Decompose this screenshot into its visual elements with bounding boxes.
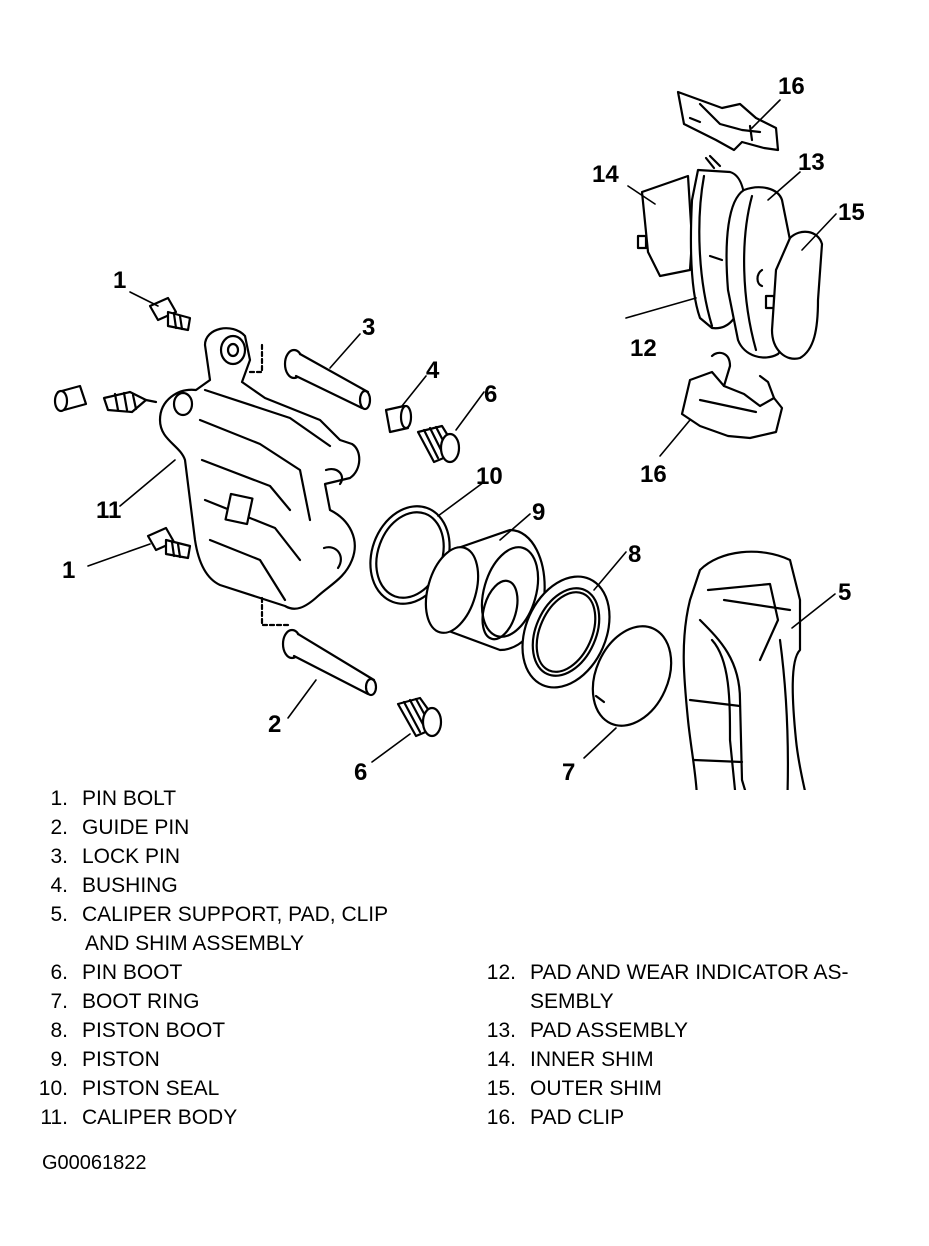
callout-6: 6 — [354, 759, 367, 786]
legend-number: 2. — [50, 816, 68, 839]
pin-boot-icon — [416, 424, 461, 464]
callout-3: 3 — [362, 314, 375, 341]
callout-6: 6 — [484, 381, 497, 408]
bleeder-screw-icon — [53, 384, 158, 414]
callout-13: 13 — [798, 149, 825, 176]
legend-item: 7. BOOT RING — [0, 987, 199, 1016]
legend-number: 13. — [486, 1019, 516, 1042]
legend-text: PAD ASSEMBLY — [530, 1019, 688, 1042]
legend-number: 11. — [40, 1106, 68, 1129]
legend-item: 10. PISTON SEAL — [0, 1074, 220, 1103]
legend-continuation: AND SHIM ASSEMBLY — [85, 932, 305, 955]
boot-ring-icon — [591, 625, 673, 727]
legend-number: 9. — [50, 1048, 68, 1071]
legend-number: 7. — [50, 990, 68, 1013]
legend-item: 5. CALIPER SUPPORT, PAD, CLIP — [0, 900, 388, 929]
legend-number: 10. — [38, 1077, 68, 1100]
pin-bolt-icon — [148, 296, 192, 332]
callout-5: 5 — [838, 579, 851, 606]
legend-text: LOCK PIN — [82, 845, 181, 868]
callout-8: 8 — [628, 541, 641, 568]
legend-item: 3. LOCK PIN — [0, 842, 180, 871]
legend-text: CALIPER BODY — [82, 1106, 238, 1129]
bushing-icon — [384, 404, 413, 434]
legend-text: INNER SHIM — [530, 1048, 654, 1071]
pin-boot-icon — [396, 696, 443, 738]
pin-bolt-icon — [146, 526, 192, 560]
legend-text: CALIPER SUPPORT, PAD, CLIP — [82, 903, 389, 926]
legend-item: 13. PAD ASSEMBLY — [0, 1016, 688, 1045]
legend-item: 11. CALIPER BODY — [0, 1103, 237, 1132]
legend-item: 16. PAD CLIP — [0, 1103, 624, 1132]
legend-text: PIN BOLT — [82, 787, 177, 810]
legend-number: 16. — [486, 1106, 516, 1129]
legend-continuation: SEMBLY — [530, 990, 614, 1013]
legend-number: 4. — [50, 874, 68, 897]
callout-2: 2 — [268, 711, 281, 738]
legend-text: BUSHING — [82, 874, 178, 897]
legend-number: 15. — [486, 1077, 516, 1100]
legend-text: OUTER SHIM — [530, 1077, 662, 1100]
callout-1: 1 — [113, 267, 126, 294]
legend-text: PISTON BOOT — [82, 1019, 226, 1042]
callout-1: 1 — [62, 557, 75, 584]
callout-10: 10 — [476, 463, 503, 490]
caliper-support-icon — [682, 550, 806, 790]
callout-16: 16 — [640, 461, 667, 488]
guide-pin-icon — [281, 628, 378, 697]
piston-icon — [424, 528, 546, 652]
figure-id: G00061822 — [42, 1152, 147, 1174]
legend-item: 2. GUIDE PIN — [0, 813, 189, 842]
legend-text: PIN BOOT — [82, 961, 183, 984]
leader-lines — [87, 99, 837, 763]
legend-item: 4. BUSHING — [0, 871, 178, 900]
caliper-body-icon — [158, 327, 361, 627]
legend-text: GUIDE PIN — [82, 816, 190, 839]
callout-11: 11 — [96, 497, 121, 524]
legend-number: 14. — [486, 1048, 516, 1071]
callout-4: 4 — [426, 357, 440, 384]
legend-item: 9. PISTON — [0, 1045, 160, 1074]
legend-number: 3. — [50, 845, 68, 868]
legend-item: 1. PIN BOLT — [0, 784, 176, 813]
legend-text: BOOT RING — [82, 990, 200, 1013]
callout-labels: 1 1 11 3 4 6 10 9 8 5 2 6 7 12 14 13 15 … — [62, 73, 865, 786]
legend-number: 8. — [50, 1019, 68, 1042]
legend-item: 12. PAD AND WEAR INDICATOR AS- — [0, 958, 849, 987]
inner-shim-icon — [636, 174, 694, 278]
lock-pin-icon — [283, 348, 372, 411]
outer-shim-icon — [756, 230, 824, 360]
legend-item: 15. OUTER SHIM — [0, 1074, 662, 1103]
callout-7: 7 — [562, 759, 575, 786]
piston-boot-icon — [521, 575, 611, 689]
callout-12: 12 — [630, 335, 657, 362]
callout-9: 9 — [532, 499, 545, 526]
legend-number: 5. — [50, 903, 68, 926]
legend-text: PISTON SEAL — [82, 1077, 220, 1100]
pad-clip-icon — [680, 351, 784, 440]
exploded-brake-caliper-diagram: 1 1 11 3 4 6 10 9 8 5 2 6 7 12 14 13 15 … — [53, 73, 865, 790]
legend-text: PISTON — [82, 1048, 160, 1071]
legend-text: PAD AND WEAR INDICATOR AS- — [530, 961, 849, 984]
pad-clip-icon — [676, 90, 780, 152]
legend-number: 12. — [486, 961, 516, 984]
callout-16: 16 — [778, 73, 805, 100]
legend-item: 8. PISTON BOOT — [0, 1016, 225, 1045]
callout-15: 15 — [838, 199, 865, 226]
legend-text: PAD CLIP — [530, 1106, 625, 1129]
legend-item: 6. PIN BOOT — [0, 958, 182, 987]
legend-number: 1. — [50, 787, 68, 810]
callout-14: 14 — [592, 161, 619, 188]
legend-number: 6. — [50, 961, 68, 984]
legend-item: 14. INNER SHIM — [0, 1045, 654, 1074]
